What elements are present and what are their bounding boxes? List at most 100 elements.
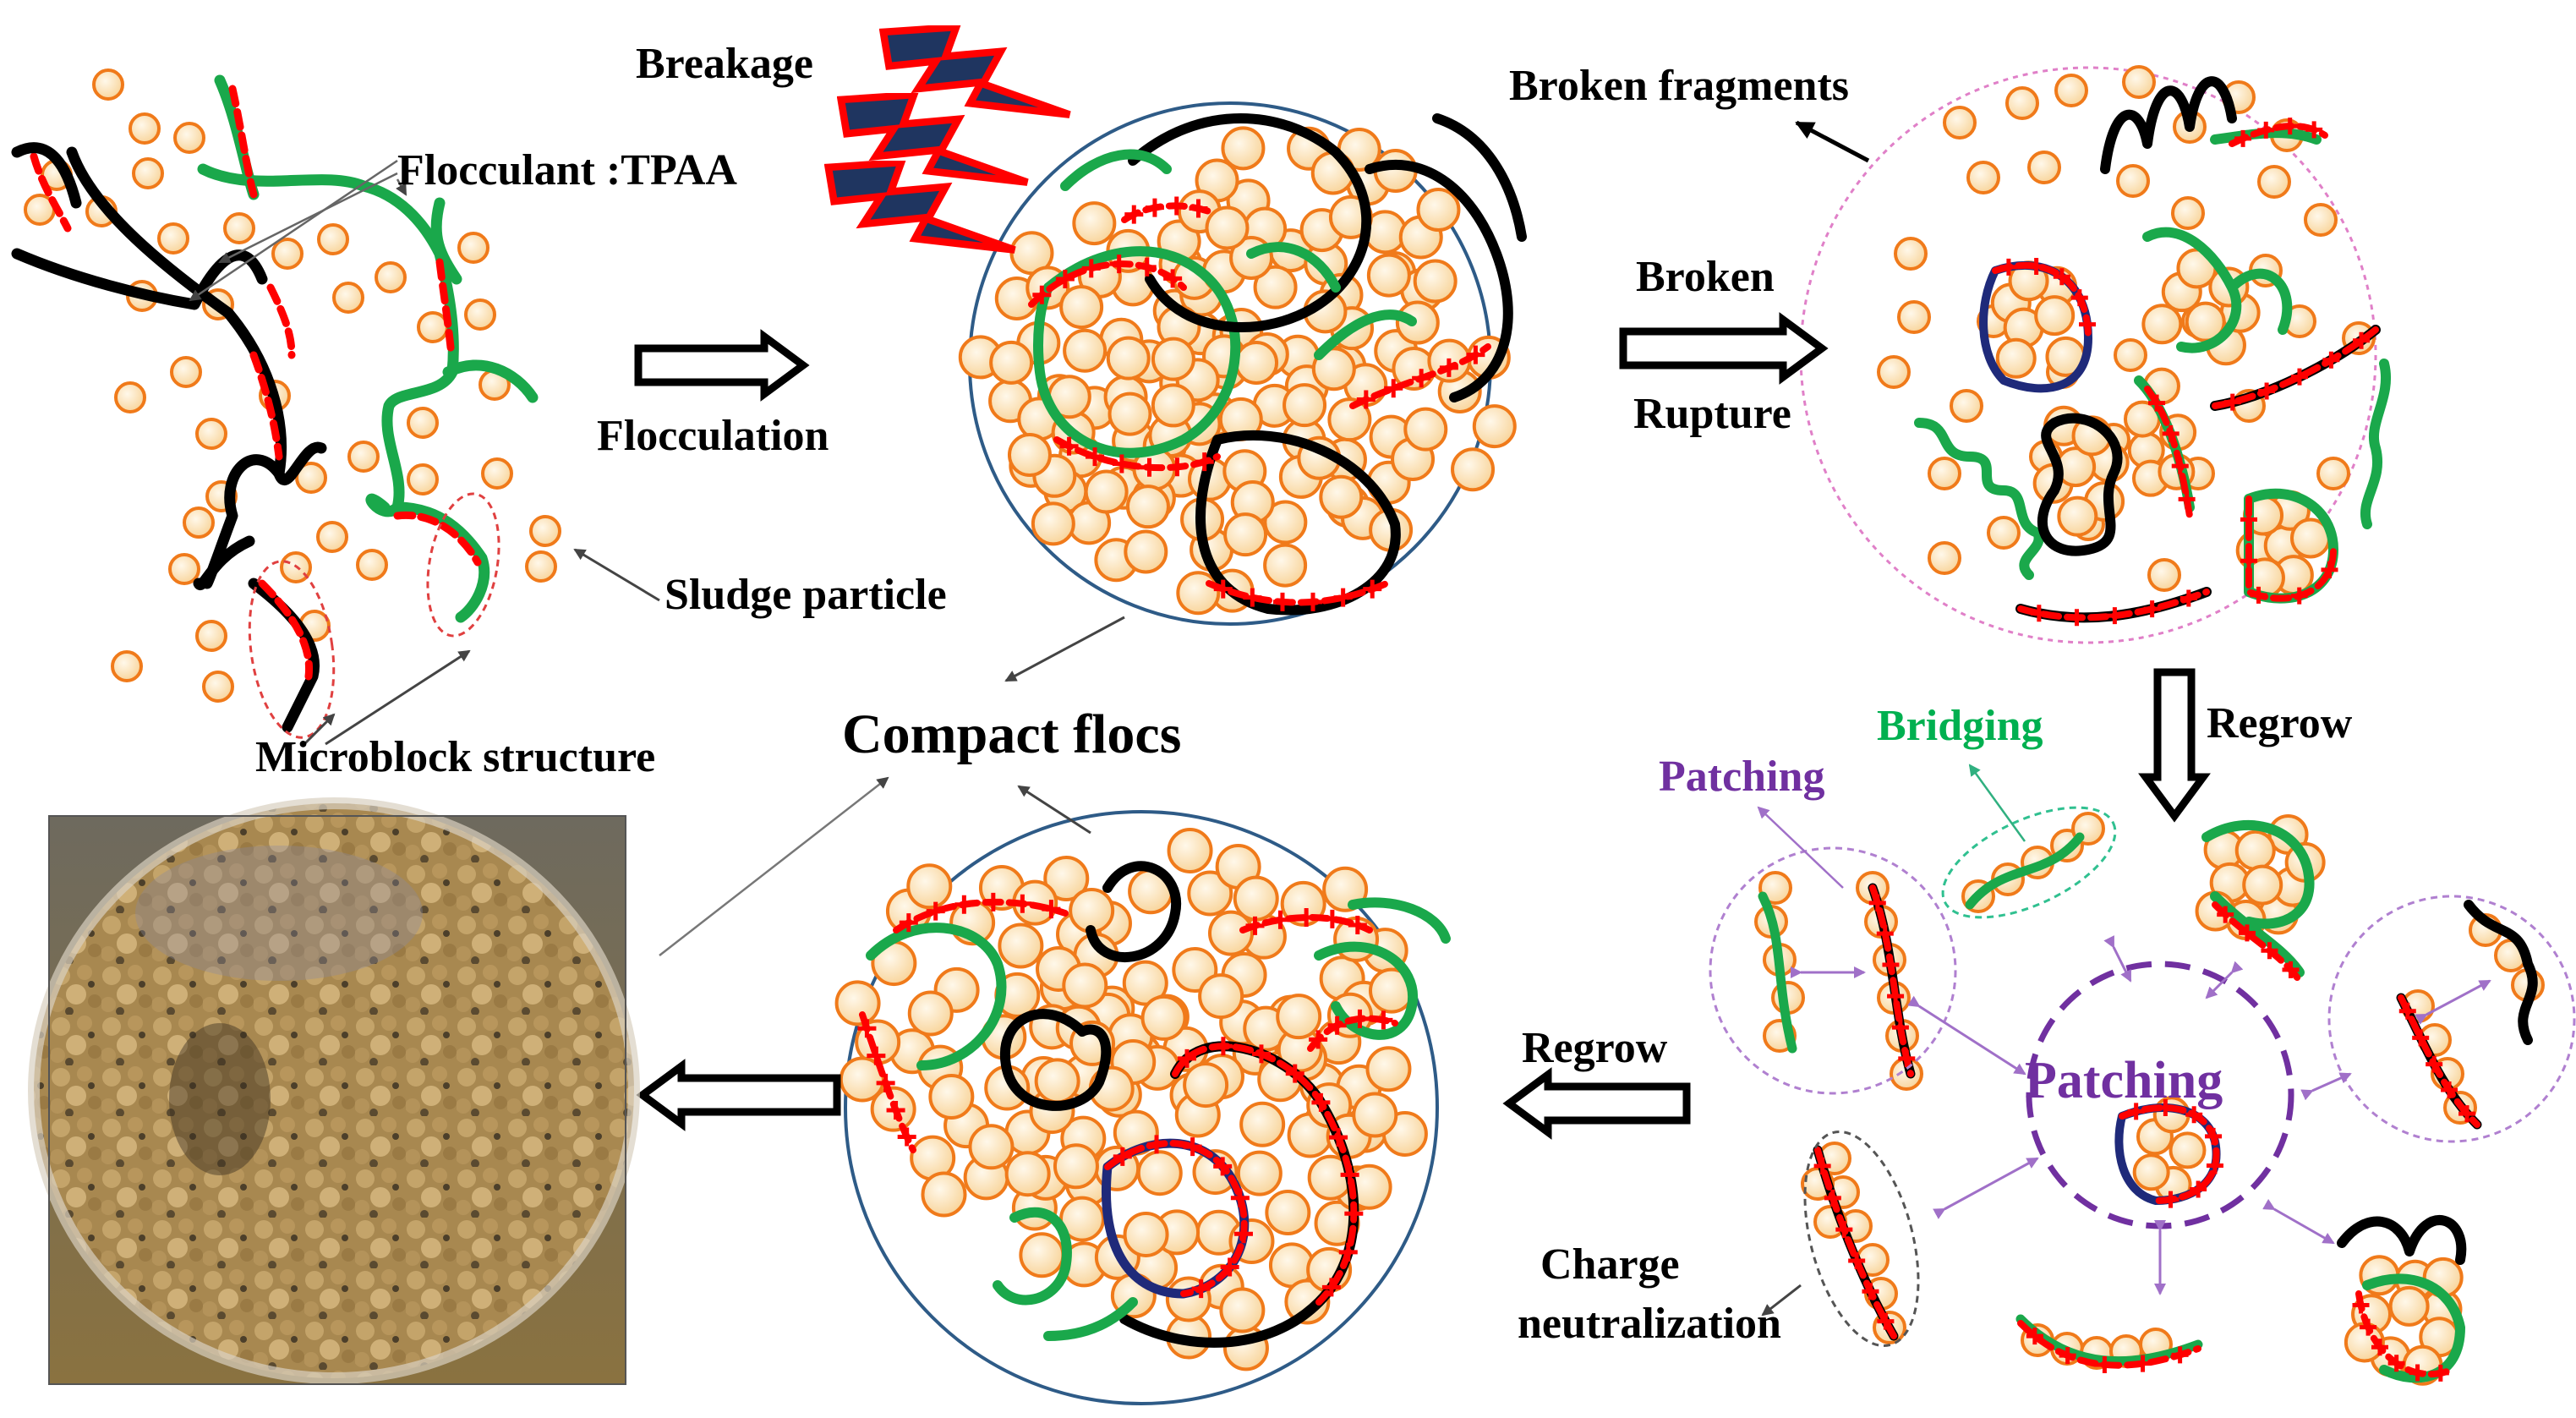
positive-charge-mark [1145,198,1164,217]
positive-charge-mark [2234,129,2252,147]
polymer-chain [2337,1215,2467,1265]
pointer-arrow [1017,785,1091,835]
positive-charge-mark [1824,1189,1841,1207]
polymer-chain [1314,941,1419,1040]
positive-charge-mark [2282,961,2300,978]
sludge-particle [1403,407,1448,452]
positive-charge-mark [1311,1092,1331,1112]
sludge-particle [1031,501,1075,546]
sludge-particle [2116,164,2150,198]
sludge-particle [271,238,304,270]
positive-charge-mark [2027,257,2045,275]
positive-charge-mark [1167,196,1186,216]
positive-charge-mark [2179,589,2197,607]
sludge-particle [1253,265,1298,309]
sludge-particle [834,980,881,1027]
positive-charge-mark [1189,199,1208,218]
sludge-particle [1894,237,1928,271]
polymer-chain-black [11,142,82,209]
sludge-particle [1062,962,1108,1009]
positive-charge-mark [2398,1002,2416,1020]
positive-charge-mark [1348,916,1367,935]
sludge-particle [1140,994,1187,1041]
positive-charge-mark [1042,900,1061,919]
positive-charge-mark [954,895,974,914]
sludge-particle [2122,65,2156,99]
regrow-bottom-label: Regrow [1522,1024,1668,1072]
photo-dish-rim [28,797,640,1384]
sludge-particle [132,157,164,189]
positive-charge-mark [1285,1064,1304,1083]
positive-charge-mark [1213,1157,1233,1176]
charged-polymer-segment [258,579,314,681]
sludge-particle [2147,558,2181,592]
positive-charge-mark [2206,1157,2223,1174]
sludge-particle [2185,301,2226,342]
sludge-particle [1221,126,1266,171]
positive-charge-mark [2171,1346,2189,1364]
regrow-left-arrow-icon [1502,1067,1691,1140]
sludge-particle [968,1124,1015,1170]
sludge-particle [1183,1062,1229,1109]
positive-charge-mark [2240,511,2257,528]
positive-charge-mark [2205,1127,2223,1145]
positive-charge-mark [1230,1188,1250,1207]
polymer-chains [11,74,2538,1383]
interaction-arrow [2300,1072,2352,1101]
positive-charge-mark [886,1100,905,1120]
sludge-particle [998,923,1044,969]
positive-charge-mark [1163,269,1183,288]
pointer-arrow [1795,120,1870,163]
positive-charge-mark [1340,1165,1359,1185]
polymer-chain [1246,242,1341,293]
positive-charge-mark [1168,457,1187,477]
positive-charge-mark [899,913,918,933]
sludge-particle [316,521,348,553]
sludge-particle [2171,196,2205,230]
sludge-particles [24,65,2545,1386]
polymer-chain [1043,1297,1138,1341]
sludge-particle [223,212,255,244]
positive-charge-mark [1220,1257,1239,1277]
interaction-arrow [1933,1157,2039,1219]
sludge-particle [1987,516,2021,550]
positive-charge-mark [1140,457,1159,477]
polymer-chain [1128,113,1372,333]
sludge-particle [1236,1150,1283,1196]
polymer-chain [1033,246,1241,458]
sludge-particle [2234,829,2276,871]
positive-charge-mark [1055,269,1075,288]
positive-charge-mark [2096,1355,2114,1373]
polymer-chain [999,1009,1112,1111]
positive-charge-mark [2148,394,2166,412]
positive-charge-mark [1466,345,1485,364]
pointer-arrow [396,178,407,196]
sludge-particle [92,68,124,101]
positive-charge-mark [2068,609,2086,627]
sludge-particle [1276,994,1322,1040]
polymer-chain [2142,227,2293,353]
positive-charge-mark [2178,490,2196,508]
sludge-particle [2257,165,2291,199]
positive-charge-mark [897,1127,916,1147]
sludge-particle [2114,338,2147,372]
positive-charge-mark [1059,436,1079,456]
patching-region-circle [1709,846,1957,1095]
positive-charge-mark [2352,1296,2370,1314]
positive-charge-mark [2157,1099,2174,1117]
sludge-particle [1151,337,1195,381]
sludge-particle [1167,827,1213,873]
sludge-particle [1928,541,1961,575]
sludge-particle [1059,1196,1106,1242]
sludge-particle [1897,300,1931,334]
pointer-arrow [573,548,660,602]
sludge-particle [407,463,439,495]
sludge-particle [111,650,143,682]
bridging-region-ellipse [1941,806,2117,919]
positive-charge-mark [2261,942,2278,960]
sludge-particle [529,515,561,547]
sludge-particle [2388,1285,2430,1327]
polymer-chain-black [66,146,287,589]
polymer-chain-green [391,501,490,623]
